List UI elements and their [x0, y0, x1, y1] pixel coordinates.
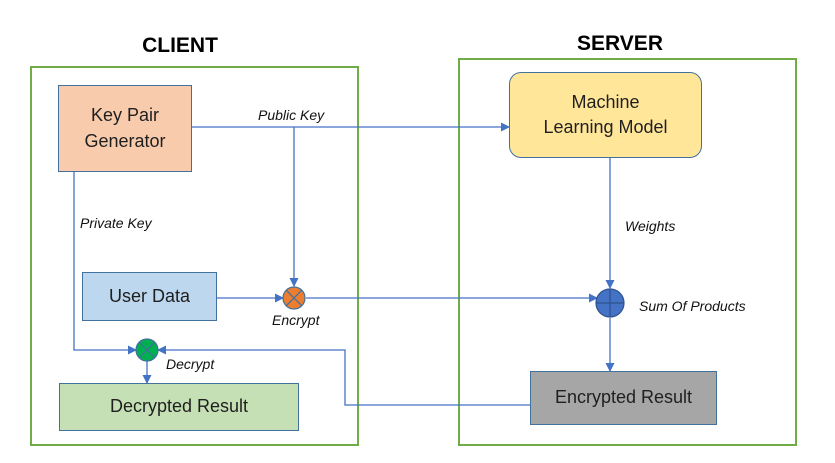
- key-pair-generator-label: Key Pair Generator: [84, 105, 166, 151]
- encrypted-result-return-line: [157, 345, 530, 406]
- encrypt-node-icon: [282, 286, 306, 310]
- server-heading: SERVER: [577, 32, 663, 55]
- sum-of-products-label: Sum Of Products: [639, 298, 746, 314]
- ml-model-box: Machine Learning Model: [509, 72, 702, 158]
- weights-label: Weights: [625, 218, 676, 234]
- decrypt-label: Decrypt: [166, 356, 215, 372]
- server-panel: [458, 58, 797, 446]
- ml-model-label: Machine Learning Model: [543, 91, 668, 137]
- decrypted-result-box: Decrypted Result: [59, 383, 299, 431]
- client-panel: [30, 66, 359, 446]
- sum-node-icon: [595, 288, 625, 318]
- key-pair-generator-box: Key Pair Generator: [58, 85, 192, 172]
- encrypted-result-box: Encrypted Result: [530, 371, 717, 425]
- private-key-label: Private Key: [80, 215, 152, 231]
- client-heading: CLIENT: [142, 34, 218, 57]
- user-data-box: User Data: [82, 272, 217, 321]
- user-data-label: User Data: [108, 285, 191, 306]
- public-key-label: Public Key: [258, 107, 325, 123]
- decrypted-result-label: Decrypted Result: [109, 396, 249, 417]
- encrypt-label: Encrypt: [272, 312, 320, 328]
- decrypt-node-icon: [135, 338, 159, 362]
- encrypted-result-label: Encrypted Result: [554, 387, 693, 408]
- private-key-line: [73, 172, 137, 355]
